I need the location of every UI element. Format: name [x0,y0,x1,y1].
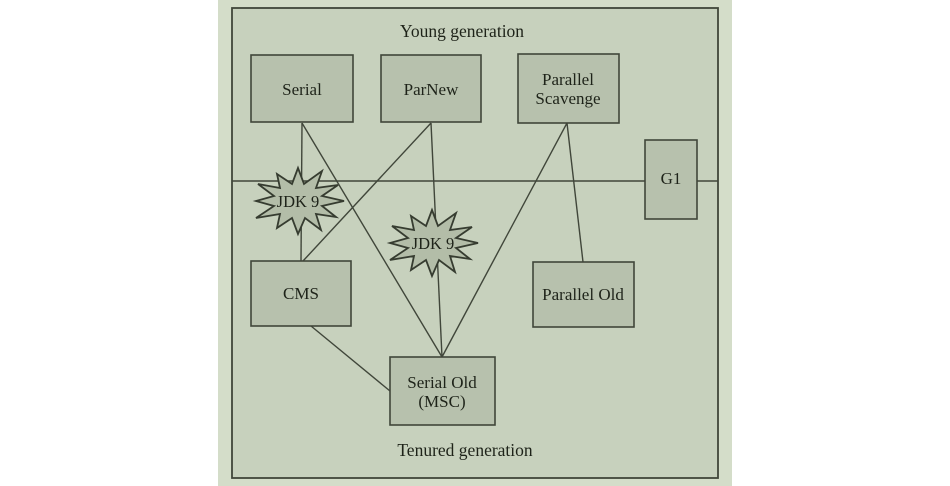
connector-serial-serialold [301,122,443,358]
serial-old-label-line1: Serial Old [407,373,477,392]
jdk9-badge-upper-star [252,165,345,237]
connector-parnew-cms [302,122,432,262]
g1-box-label: G1 [661,169,682,188]
connector-parallelscavenge-parallelold [566,122,584,263]
parnew-box: ParNew [380,54,482,123]
cms-box-label: CMS [283,284,319,303]
jdk9-badge-upper: JDK 9 [252,165,345,237]
g1-box-rect [644,139,698,220]
parallel-old-box-rect [532,261,635,328]
serial-old-box: Serial Old (MSC) [389,356,496,426]
jdk9-badge-lower: JDK 9 [386,207,479,279]
jdk9-badge-lower-label: JDK 9 [412,234,455,253]
cms-box-rect [250,260,352,327]
parallel-old-box: Parallel Old [532,261,635,328]
parnew-box-rect [380,54,482,123]
connector-cms-serialold [310,325,391,392]
parallel-scavenge-label-line2: Scavenge [535,89,600,108]
connector-parallelscavenge-serialold [441,122,568,358]
cms-box: CMS [250,260,352,327]
parallel-scavenge-box: Parallel Scavenge [517,53,620,124]
serial-box-rect [250,54,354,123]
serial-box: Serial [250,54,354,123]
g1-box: G1 [644,139,698,220]
parallel-scavenge-label-line1: Parallel [542,70,594,89]
serial-old-box-rect [389,356,496,426]
parallel-old-box-label: Parallel Old [542,285,624,304]
jdk9-badge-lower-star [386,207,479,279]
tenured-generation-label: Tenured generation [397,440,533,460]
jdk9-badge-upper-label: JDK 9 [277,192,320,211]
serial-old-label-line2: (MSC) [418,392,465,411]
parallel-scavenge-box-rect [517,53,620,124]
young-generation-label: Young generation [400,21,524,41]
parnew-box-label: ParNew [404,80,459,99]
serial-box-label: Serial [282,80,322,99]
